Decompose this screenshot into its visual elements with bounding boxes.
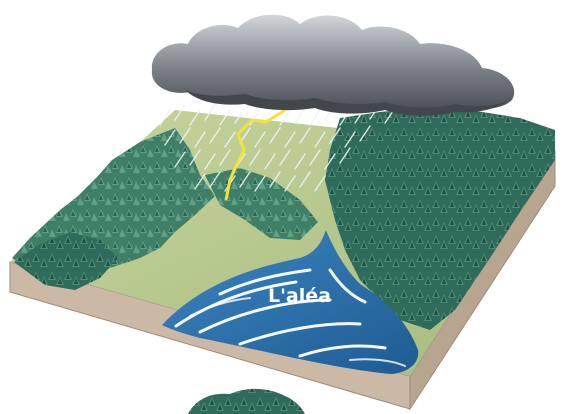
rain xyxy=(159,103,396,192)
flood-water-icon xyxy=(162,230,419,374)
forest-right xyxy=(325,108,555,330)
next-block-forest-peek xyxy=(188,388,305,414)
storm-cloud-icon xyxy=(151,14,515,116)
forest-center xyxy=(205,168,318,240)
forest-left-front xyxy=(14,232,118,290)
hazard-label: L'aléa xyxy=(268,285,331,307)
